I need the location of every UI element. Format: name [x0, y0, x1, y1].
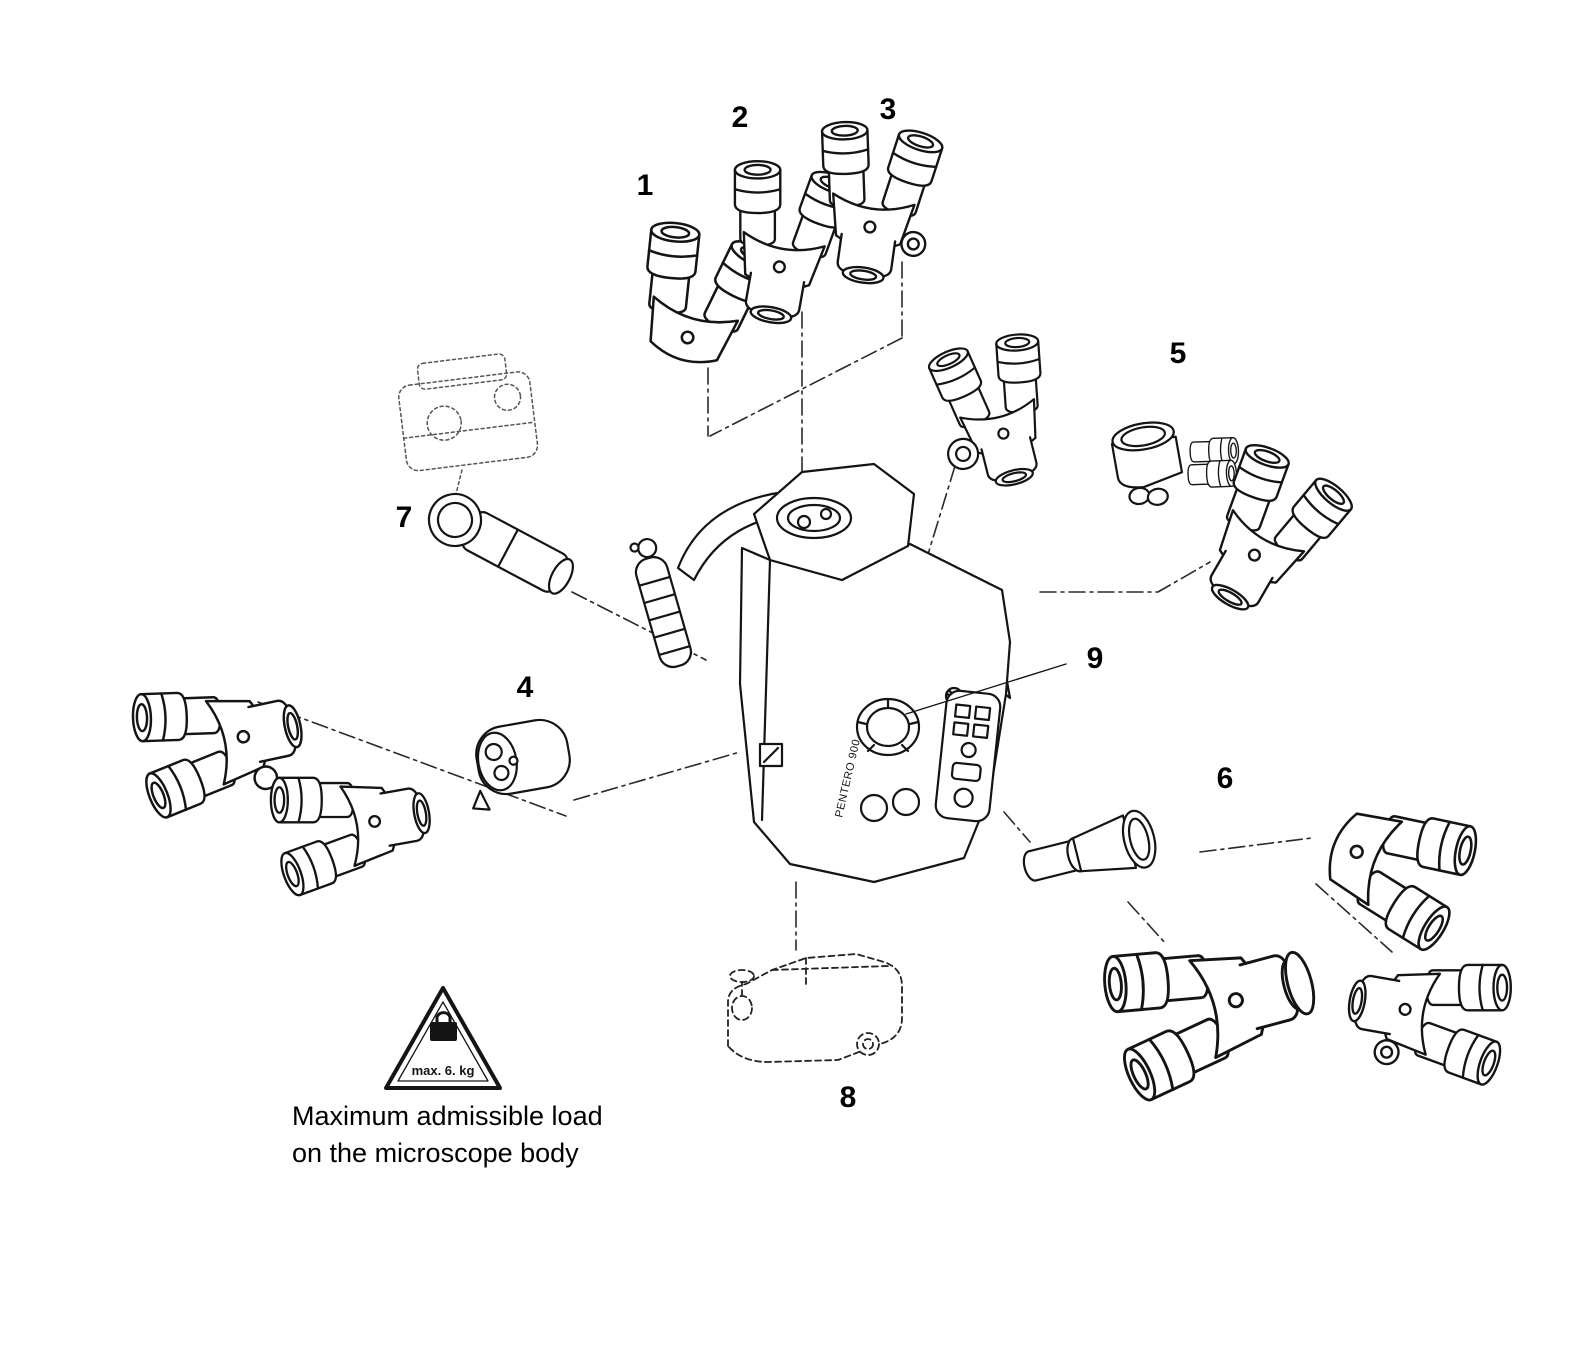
part-label-6: 6 [1216, 762, 1234, 795]
part-3-binocular-tube [801, 115, 946, 291]
part-label-2: 2 [731, 101, 749, 134]
part-label-9: 9 [1086, 642, 1104, 675]
part-label-7: 7 [395, 501, 413, 534]
caption-line-1: Maximum admissible load [292, 1101, 603, 1131]
part-8-module [727, 953, 903, 1063]
weight-icon [430, 1011, 457, 1041]
caption: Maximum admissible load on the microscop… [292, 1098, 603, 1172]
part-6-elbow-optic [1022, 809, 1157, 882]
warning-label: max. 6. kg [412, 1063, 475, 1078]
control-panel [934, 689, 1002, 823]
brand-badge [758, 742, 784, 768]
camera-link-dotted [455, 469, 463, 495]
objective-ring [855, 697, 921, 757]
part-7-video-adapter [427, 492, 574, 595]
part-4-interface-adapter [472, 718, 571, 811]
part-6-binocular-tube-lower [1339, 938, 1519, 1088]
camera-outline-dotted [398, 353, 539, 472]
max-load-warning: max. 6. kg [384, 986, 502, 1090]
part-label-5: 5 [1169, 337, 1187, 370]
part-5-foldable-tube [923, 326, 1072, 498]
part-label-8: 8 [839, 1081, 857, 1114]
part-5-inclinable-tube [1110, 421, 1240, 506]
part-label-1: 1 [636, 169, 654, 202]
left-binocular-tube-b [263, 752, 439, 899]
left-binocular-tube-a [124, 662, 314, 823]
handle-grip [629, 537, 693, 669]
part-label-3: 3 [879, 93, 897, 126]
part-9-leader-line [905, 663, 1067, 715]
part-6-eyepiece-pair-right [1309, 780, 1487, 957]
part-6-binocular-tube-large [1093, 907, 1331, 1107]
microscope-body: PENTERO 900 [629, 462, 1012, 884]
caption-line-2: on the microscope body [292, 1138, 579, 1168]
part-label-4: 4 [516, 671, 534, 704]
